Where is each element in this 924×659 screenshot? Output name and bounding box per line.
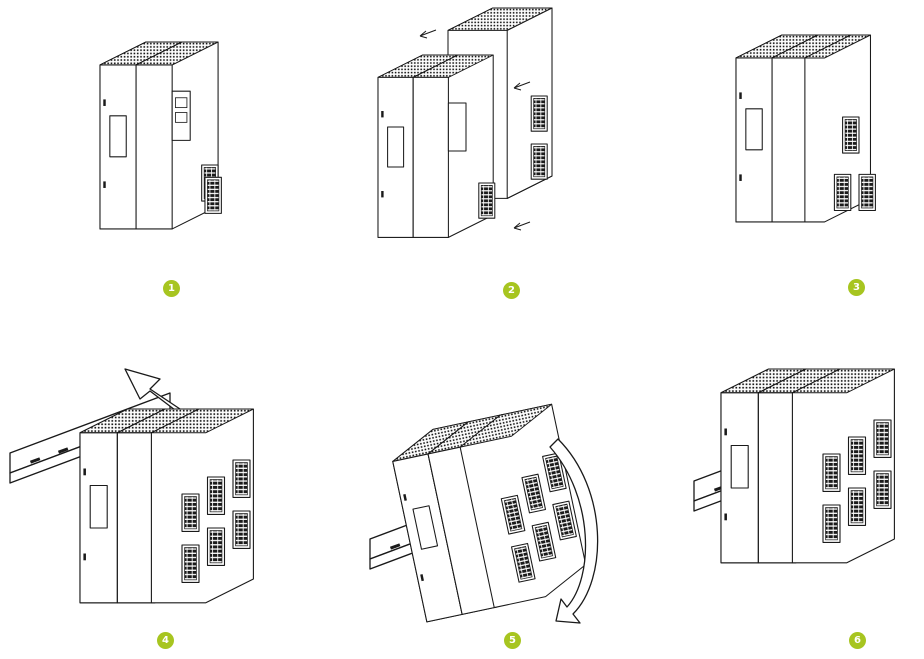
step-5-badge: 5 — [504, 632, 521, 649]
step-1-badge: 1 — [163, 280, 180, 297]
step-3-badge: 3 — [848, 279, 865, 296]
step-2-badge: 2 — [503, 282, 520, 299]
step-1: 1 — [0, 0, 308, 329]
step-4-badge: 4 — [157, 632, 174, 649]
step-4: 4 — [0, 329, 308, 658]
step-2: 2 — [308, 0, 616, 329]
step-6: 6 — [616, 329, 924, 658]
single-module-icon — [99, 41, 222, 230]
step-3: 3 — [616, 0, 924, 329]
rail-rotate-icon — [369, 403, 599, 624]
rail-mounted-icon — [693, 368, 895, 564]
rail-hook-icon — [9, 368, 254, 604]
joined-modules-icon — [735, 34, 876, 223]
step-5: 5 — [308, 329, 616, 658]
module-join-icon — [377, 7, 553, 238]
step-6-badge: 6 — [849, 632, 866, 649]
